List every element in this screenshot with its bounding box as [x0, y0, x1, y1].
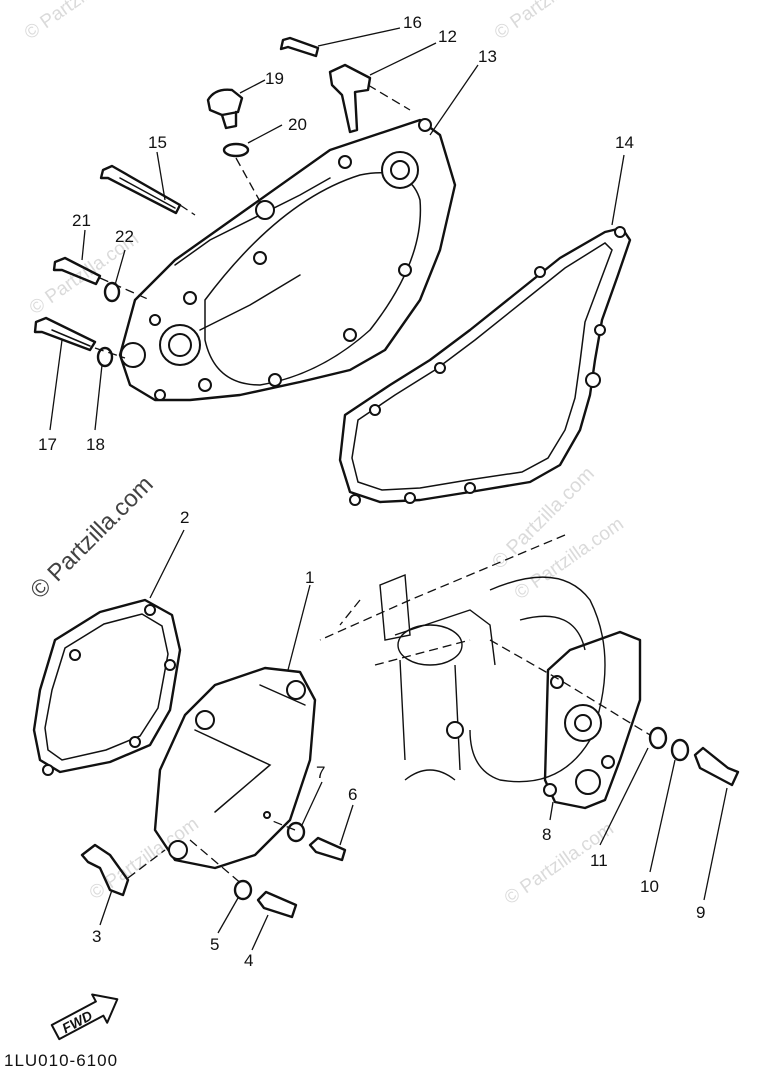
callout-12: 12 — [438, 27, 457, 46]
cylinder-ghost — [379, 573, 606, 783]
watermark: © Partzilla.com — [86, 813, 203, 904]
assembly-lines — [94, 84, 651, 886]
callout-13: 13 — [478, 47, 497, 66]
callout-21: 21 — [72, 211, 91, 230]
callout-6: 6 — [348, 785, 357, 804]
callout-19: 19 — [265, 69, 284, 88]
right-hardware — [648, 726, 740, 787]
callout-18: 18 — [86, 435, 105, 454]
fwd-arrow-icon: FWD — [50, 993, 119, 1041]
callout-10: 10 — [640, 877, 659, 896]
crankcase-cover — [118, 118, 457, 402]
bottom-left-hardware — [80, 821, 347, 919]
filler-hole-icon — [255, 200, 275, 220]
top-hardware — [33, 36, 372, 368]
watermark: © Partzilla.com — [491, 0, 608, 44]
callout-1: 1 — [305, 568, 314, 587]
water-pump-cover — [543, 630, 642, 810]
callout-2: 2 — [180, 508, 189, 527]
callout-15: 15 — [148, 133, 167, 152]
callout-4: 4 — [244, 951, 253, 970]
callout-14: 14 — [615, 133, 634, 152]
callout-8: 8 — [542, 825, 551, 844]
callout-11: 11 — [590, 851, 608, 870]
generator-cover — [153, 666, 317, 870]
callout-5: 5 — [210, 935, 219, 954]
diagram-code: 1LU010-6100 — [4, 1051, 118, 1070]
watermark: © Partzilla.com — [25, 471, 158, 604]
cover-gasket — [338, 226, 632, 506]
callout-17: 17 — [38, 435, 57, 454]
callout-7: 7 — [316, 763, 325, 782]
callout-16: 16 — [403, 13, 422, 32]
callout-3: 3 — [92, 927, 101, 946]
callout-9: 9 — [696, 903, 705, 922]
watermark: © Partzilla.com — [21, 0, 138, 44]
leader-lines — [49, 27, 728, 951]
callout-22: 22 — [115, 227, 134, 246]
small-gasket — [32, 598, 182, 776]
callout-20: 20 — [288, 115, 307, 134]
